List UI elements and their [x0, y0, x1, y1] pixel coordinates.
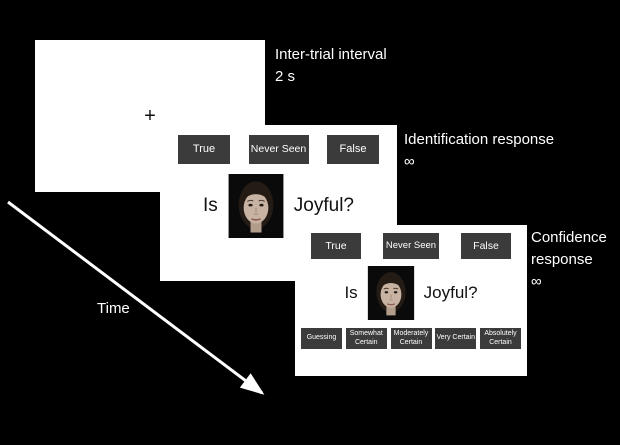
identification-button-row: True Never Seen False — [160, 125, 397, 164]
absolutely-certain-button: Absolutely Certain — [480, 328, 521, 349]
infinity-symbol: ∞ — [404, 153, 415, 170]
question-left: Is — [203, 195, 218, 216]
confidence-response-button-row: True Never Seen False — [295, 225, 527, 259]
confidence-caption-line2: response — [531, 251, 593, 268]
time-arrow-label: Time — [97, 300, 130, 317]
very-certain-button: Very Certain — [435, 328, 477, 349]
iti-caption-line1: Inter-trial interval — [275, 46, 387, 63]
false-button: False — [327, 135, 379, 164]
question-left: Is — [344, 283, 358, 302]
face-image — [227, 174, 285, 238]
identification-screen: True Never Seen False Is — [160, 125, 397, 281]
identification-caption: Identification response ∞ — [404, 129, 554, 173]
never-seen-button: Never Seen — [248, 135, 309, 164]
true-button: True — [178, 135, 230, 164]
confidence-screen: True Never Seen False Is — [295, 225, 527, 376]
face-image — [367, 266, 415, 320]
question-right: Joyful? — [423, 283, 478, 302]
true-button: True — [311, 233, 361, 259]
confidence-caption-line1: Confidence — [531, 229, 607, 246]
somewhat-certain-button: Somewhat Certain — [345, 328, 387, 349]
question-row: Is Joyful? — [160, 174, 397, 238]
false-button: False — [461, 233, 511, 259]
infinity-symbol: ∞ — [531, 273, 542, 290]
moderately-certain-button: Moderately Certain — [390, 328, 432, 349]
guessing-button: Guessing — [301, 328, 342, 349]
iti-caption: Inter-trial interval 2 s — [275, 44, 387, 88]
iti-caption-line2: 2 s — [275, 68, 296, 85]
fixation-cross: + — [144, 104, 156, 127]
confidence-caption: Confidence response ∞ — [531, 227, 607, 293]
never-seen-button: Never Seen — [383, 233, 439, 259]
identification-caption-line1: Identification response — [404, 131, 555, 148]
question-right: Joyful? — [293, 195, 354, 216]
question-row: Is Joyful? — [295, 266, 527, 320]
confidence-scale-row: Guessing Somewhat Certain Moderately Cer… — [295, 328, 527, 349]
